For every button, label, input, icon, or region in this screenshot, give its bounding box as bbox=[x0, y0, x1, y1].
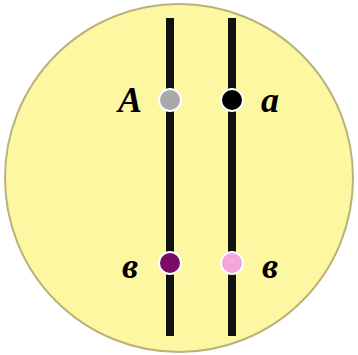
gene-locus bbox=[221, 252, 243, 274]
chromosome-right bbox=[228, 18, 236, 336]
gene-locus bbox=[159, 252, 181, 274]
allele-label: в bbox=[262, 248, 278, 284]
allele-label: в bbox=[122, 248, 138, 284]
cell-nucleus bbox=[5, 4, 353, 352]
allele-label: A bbox=[118, 82, 142, 118]
gene-locus bbox=[221, 89, 243, 111]
gene-locus bbox=[159, 89, 181, 111]
chromosome-left bbox=[166, 18, 174, 336]
allele-label: a bbox=[261, 82, 279, 118]
